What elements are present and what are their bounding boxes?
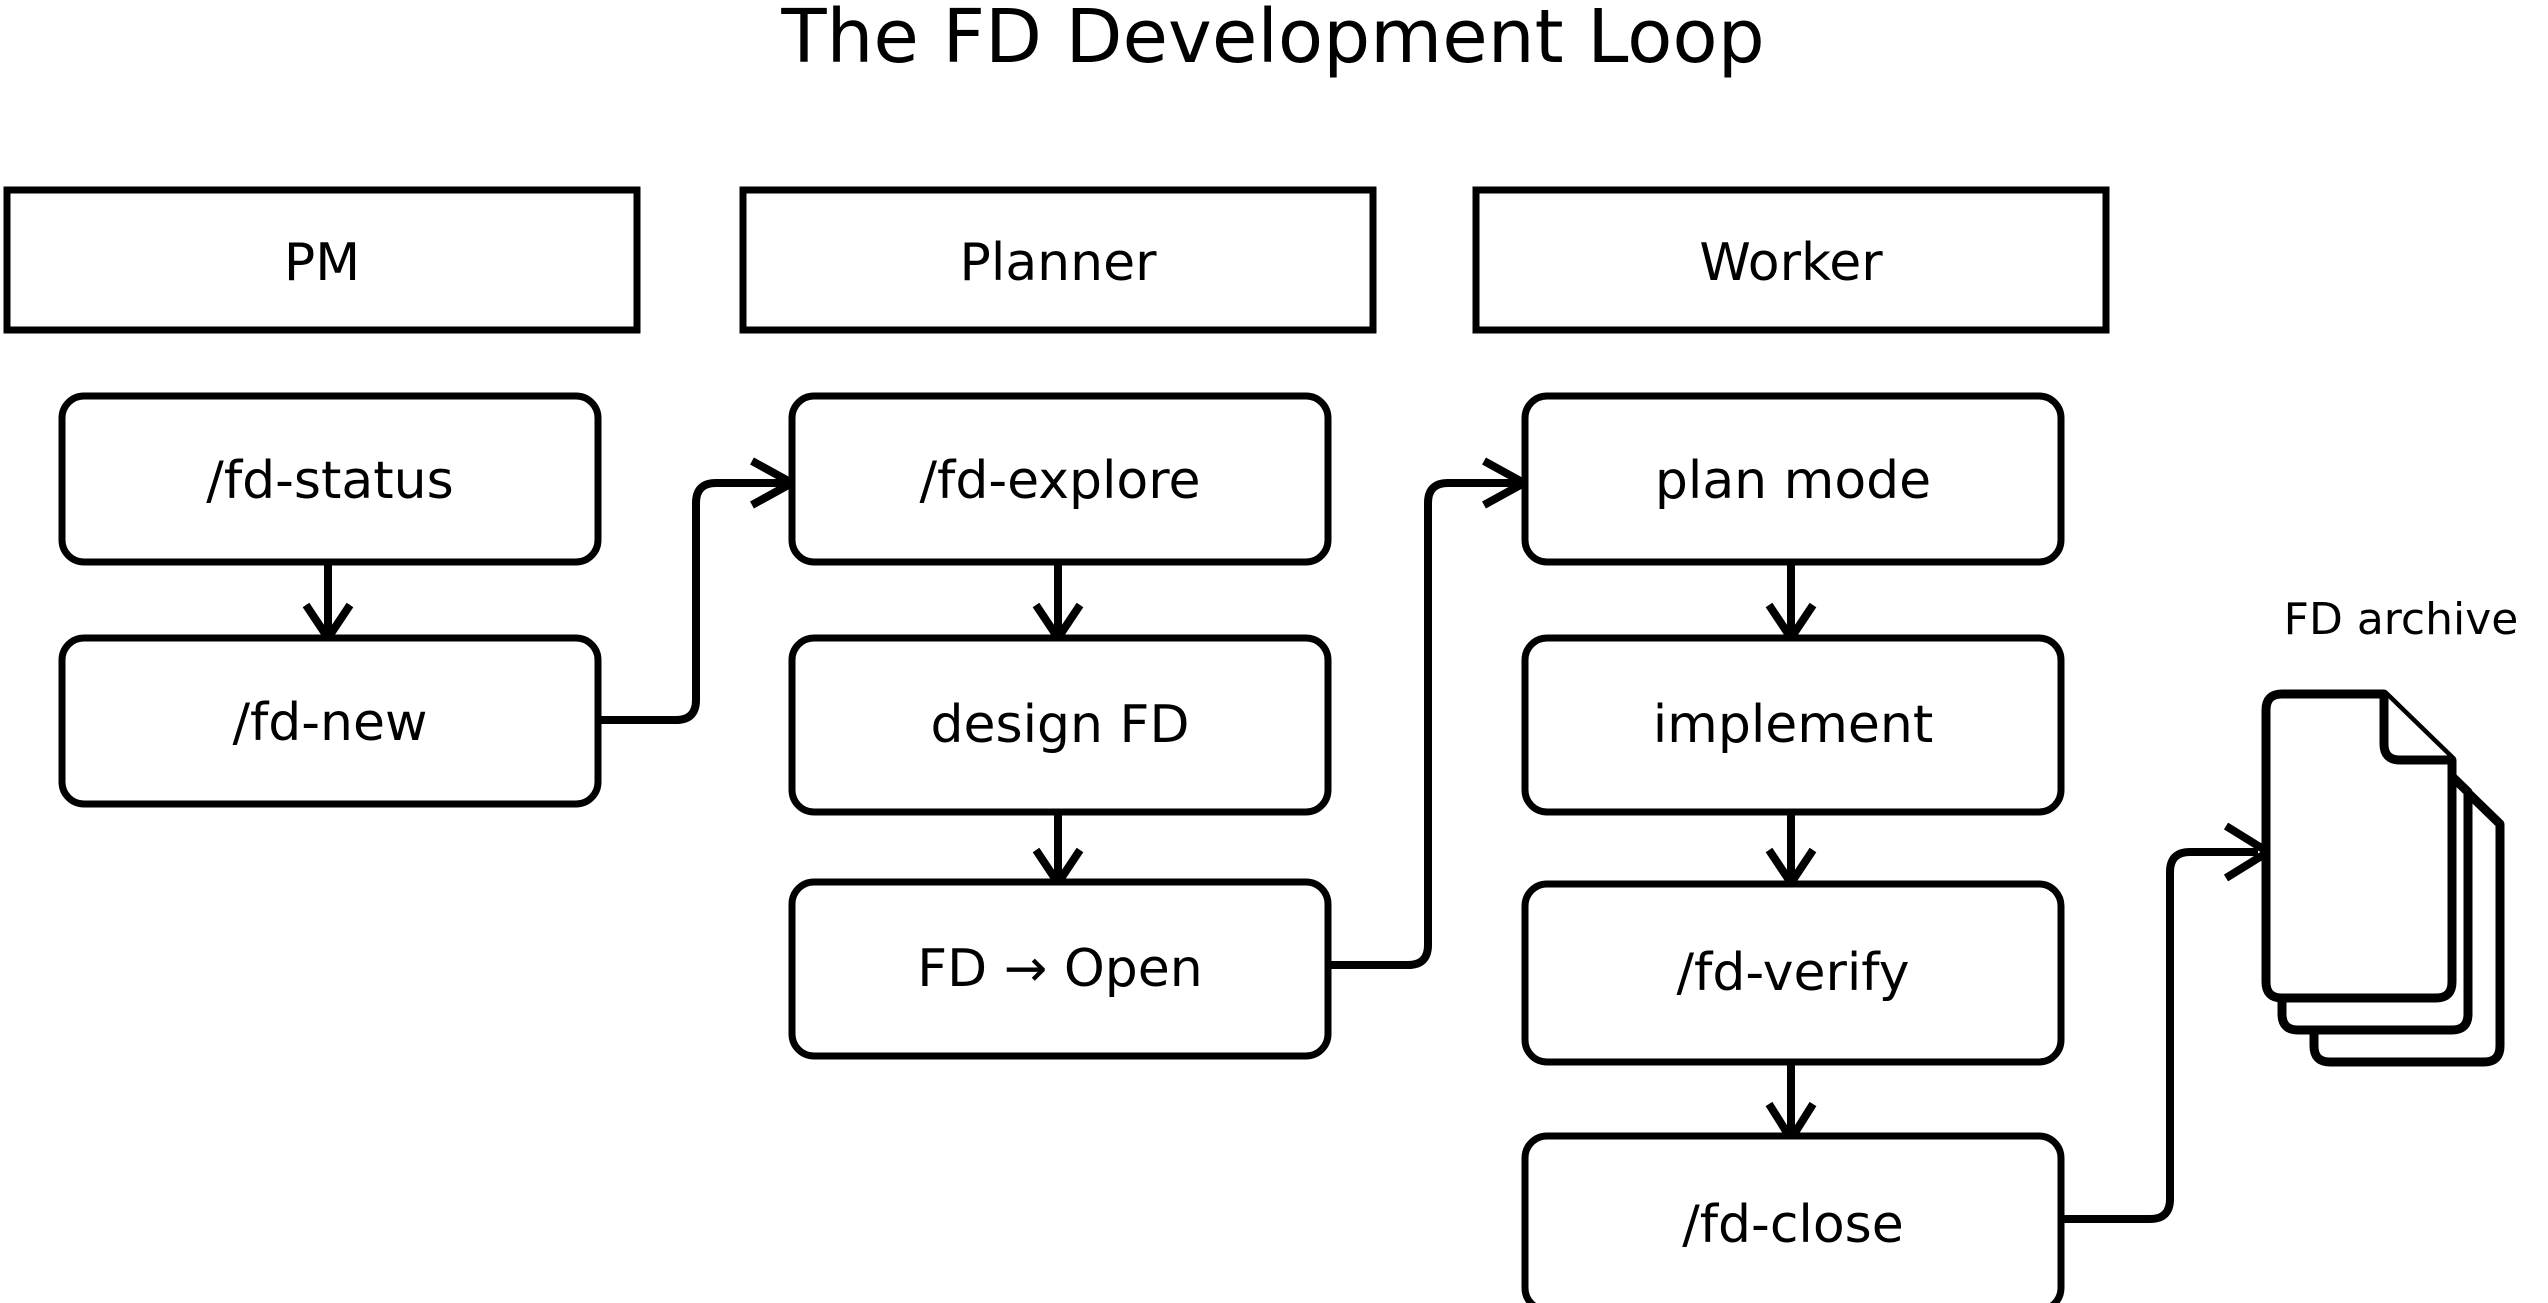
node-fd-status-label: /fd-status bbox=[206, 451, 453, 511]
node-plan-mode-label: plan mode bbox=[1655, 451, 1931, 511]
node-fd-new-label: /fd-new bbox=[232, 693, 427, 753]
connector-fd-status-to-fd-new bbox=[302, 562, 354, 646]
node-design-fd-box bbox=[788, 634, 1332, 816]
node-fd-open-label: FD → Open bbox=[917, 939, 1202, 999]
connector-fd-explore-to-design-fd bbox=[1032, 562, 1084, 646]
node-plan-mode-box bbox=[1521, 392, 2065, 566]
lane-header-worker[interactable]: Worker bbox=[1472, 186, 2110, 334]
connector-fd-close-to-fd-archive bbox=[2063, 822, 2276, 1223]
lane-header-pm-box bbox=[3, 186, 641, 334]
lane-header-worker-label: Worker bbox=[1699, 233, 1883, 293]
lane-header-planner-box bbox=[739, 186, 1377, 334]
fd-archive-fold-corner-icon bbox=[2379, 694, 2452, 765]
node-design-fd-label: design FD bbox=[931, 695, 1190, 755]
node-fd-verify-label: /fd-verify bbox=[1677, 943, 1910, 1003]
node-fd-new-box bbox=[58, 634, 602, 808]
connector-implement-to-fd-verify bbox=[1765, 812, 1817, 891]
node-fd-open-box bbox=[788, 878, 1332, 1060]
connector-fd-verify-to-fd-close bbox=[1765, 1063, 1817, 1147]
lane-header-worker-box bbox=[1472, 186, 2110, 334]
connector-fd-new-to-fd-explore bbox=[597, 457, 801, 724]
connector-fd-open-to-plan-mode bbox=[1325, 457, 1533, 969]
lane-header-planner-label: Planner bbox=[960, 233, 1158, 293]
node-plan-mode[interactable]: plan mode bbox=[1521, 392, 2065, 566]
page-title: The FD Development Loop bbox=[780, 0, 1764, 80]
node-fd-close-box bbox=[1521, 1132, 2065, 1303]
lane-header-planner[interactable]: Planner bbox=[739, 186, 1377, 334]
node-implement-label: implement bbox=[1653, 695, 1934, 755]
node-implement-box bbox=[1521, 634, 2065, 816]
node-fd-explore[interactable]: /fd-explore bbox=[788, 392, 1332, 566]
node-fd-verify-box bbox=[1521, 880, 2065, 1066]
connector-design-fd-to-fd-open bbox=[1032, 812, 1084, 891]
node-fd-verify[interactable]: /fd-verify bbox=[1521, 880, 2065, 1066]
node-fd-status[interactable]: /fd-status bbox=[58, 392, 602, 566]
node-design-fd[interactable]: design FD bbox=[788, 634, 1332, 816]
node-fd-explore-box bbox=[788, 392, 1332, 566]
node-fd-new[interactable]: /fd-new bbox=[58, 634, 602, 808]
node-implement[interactable]: implement bbox=[1521, 634, 2065, 816]
node-fd-close-label: /fd-close bbox=[1682, 1195, 1904, 1255]
node-fd-open[interactable]: FD → Open bbox=[788, 878, 1332, 1060]
node-fd-status-box bbox=[58, 392, 602, 566]
fd-archive[interactable]: FD archive bbox=[2261, 594, 2519, 1067]
connector-plan-mode-to-implement bbox=[1765, 562, 1817, 646]
node-fd-explore-label: /fd-explore bbox=[920, 451, 1201, 511]
node-fd-close[interactable]: /fd-close bbox=[1521, 1132, 2065, 1303]
fd-archive-sheet-front bbox=[2261, 689, 2457, 1003]
lane-header-pm-label: PM bbox=[284, 233, 360, 293]
fd-archive-label: FD archive bbox=[2284, 594, 2519, 645]
lane-header-pm[interactable]: PM bbox=[3, 186, 641, 334]
